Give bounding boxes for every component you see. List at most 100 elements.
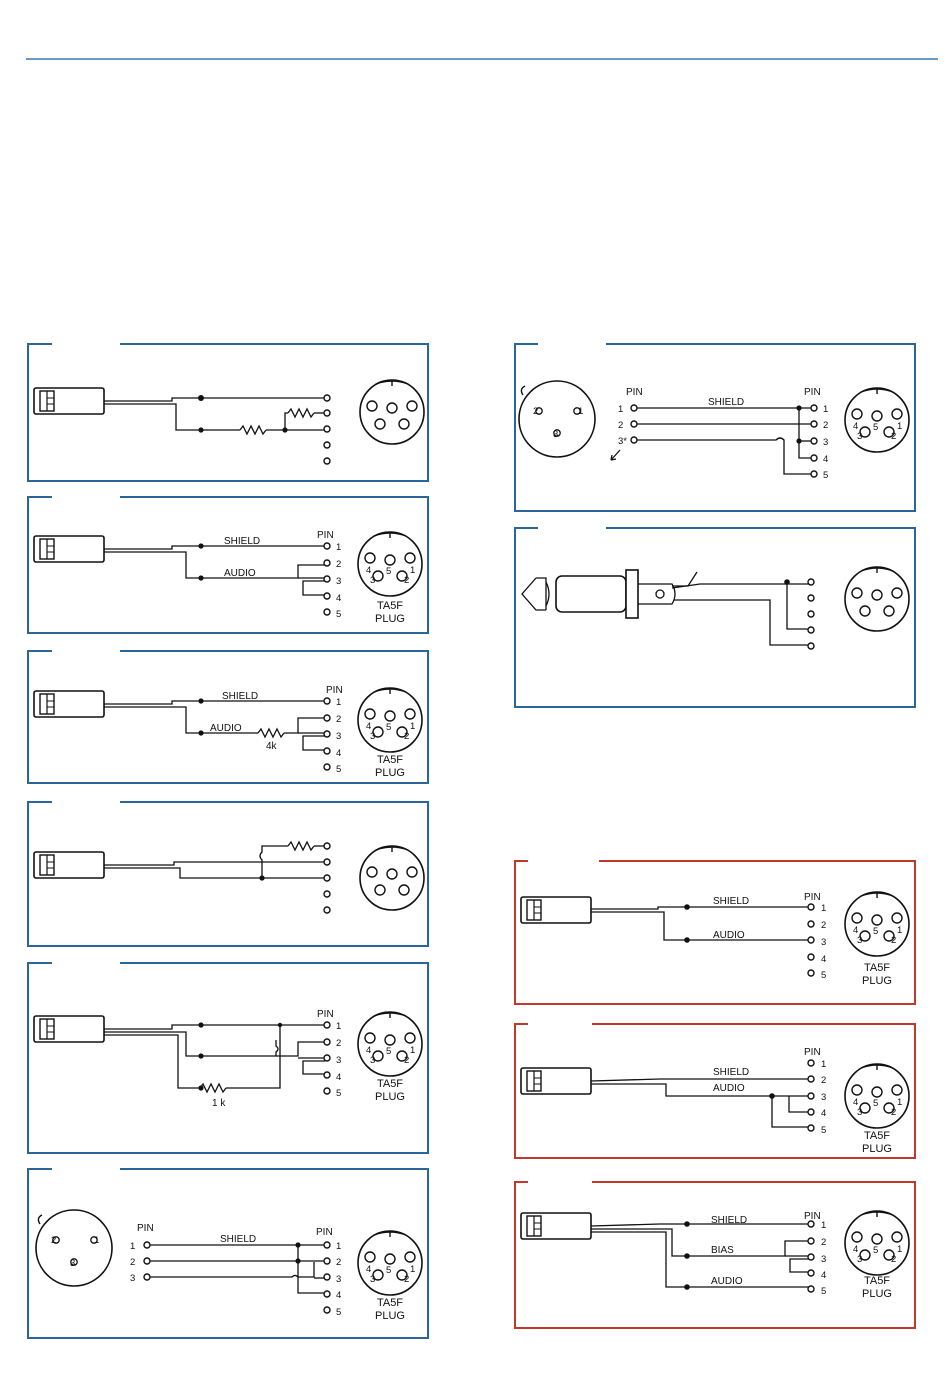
svg-text:3: 3 [821,1092,826,1103]
svg-text:3: 3 [370,731,375,742]
svg-text:3: 3 [821,937,826,948]
panel-4 [27,801,429,947]
svg-text:4: 4 [853,1244,858,1255]
svg-text:1: 1 [336,542,341,553]
svg-text:4: 4 [366,721,371,732]
svg-text:4: 4 [336,1072,341,1083]
miniplug-icon [520,896,592,924]
svg-text:3: 3 [130,1273,135,1284]
svg-text:2: 2 [821,1237,826,1248]
svg-text:TA5F: TA5F [864,962,890,974]
ta5f-connector-icon [357,1011,423,1077]
ta5f-connector-icon [357,687,423,753]
svg-text:5: 5 [386,722,391,733]
svg-text:5: 5 [821,1286,826,1297]
ta5f-connector-icon [357,1230,423,1296]
svg-text:1: 1 [821,1059,826,1070]
svg-text:2: 2 [891,1107,896,1118]
svg-text:3: 3 [857,1107,862,1118]
svg-text:4: 4 [821,1270,826,1281]
pin-header: PIN [626,387,643,398]
miniplug-icon [33,387,105,415]
pin-header: PIN [326,685,343,696]
panel-2: SHIELD AUDIO PIN 1 2 3 4 5 4 5 1 3 2 TA5… [27,496,429,634]
svg-text:3: 3 [70,1258,75,1269]
svg-text:3: 3 [370,1055,375,1066]
svg-text:4: 4 [821,1108,826,1119]
svg-text:3: 3 [336,1274,341,1285]
pin-header: PIN [317,1009,334,1020]
pin-header: PIN [804,1047,821,1058]
miniplug-icon [33,851,105,879]
svg-text:3: 3 [857,1254,862,1265]
svg-text:4: 4 [366,1045,371,1056]
pin-header: PIN [804,387,821,398]
svg-text:5: 5 [336,1088,341,1099]
ta5f-connector-icon [844,891,910,957]
svg-text:TA5F: TA5F [377,1297,403,1309]
bias-label: BIAS [711,1245,734,1256]
svg-text:2: 2 [821,1075,826,1086]
audio-label: AUDIO [210,723,242,734]
miniplug-icon [520,1212,592,1240]
panel-11: SHIELD BIAS AUDIO PIN 1 2 3 4 5 4 5 1 3 … [514,1181,916,1329]
resistor-label: 1 k [212,1098,226,1109]
svg-text:1: 1 [821,903,826,914]
svg-text:1: 1 [130,1241,135,1252]
svg-text:4: 4 [821,954,826,965]
svg-text:5: 5 [386,566,391,577]
ta5f-connector-icon [359,845,425,911]
svg-text:PLUG: PLUG [862,1288,892,1300]
pin-header: PIN [804,1211,821,1222]
svg-text:4: 4 [336,1290,341,1301]
svg-text:2: 2 [336,1257,341,1268]
xlr-pin3-star: 3* [618,436,627,447]
svg-text:1: 1 [897,925,902,936]
panel-7: 2 1 3 PIN 1 2 3* SHIELD PIN 1 2 3 4 5 4 … [514,343,916,512]
svg-text:2: 2 [891,935,896,946]
svg-text:5: 5 [873,422,878,433]
svg-text:2: 2 [823,420,828,431]
svg-text:2: 2 [404,575,409,586]
svg-text:5: 5 [873,1245,878,1256]
svg-text:2: 2 [404,1274,409,1285]
svg-text:PLUG: PLUG [862,1143,892,1155]
shield-label: SHIELD [708,397,744,408]
svg-text:1: 1 [578,406,583,417]
svg-text:PLUG: PLUG [375,1310,405,1322]
resistor-label: 4k [266,741,278,752]
shield-label: SHIELD [713,1067,749,1078]
panel-6: 2 1 3 PIN 1 2 3 SHIELD PIN 1 2 3 4 5 4 5… [27,1168,429,1339]
svg-text:3: 3 [857,935,862,946]
panel-3: SHIELD AUDIO 4k PIN 1 2 3 4 5 4 5 1 3 2 … [27,650,429,784]
xlr-connector-icon [518,380,596,458]
svg-text:3: 3 [336,731,341,742]
pin-header: PIN [316,1227,333,1238]
svg-text:3: 3 [821,1254,826,1265]
panel-1 [27,343,429,482]
svg-text:4: 4 [853,421,858,432]
svg-text:TA5F: TA5F [377,754,403,766]
svg-text:1: 1 [410,1264,415,1275]
xlr-connector-icon [35,1209,113,1287]
svg-text:2: 2 [533,406,538,417]
svg-text:3: 3 [857,431,862,442]
svg-text:TA5F: TA5F [377,1078,403,1090]
svg-text:5: 5 [336,609,341,620]
svg-text:5: 5 [873,1098,878,1109]
svg-text:PLUG: PLUG [375,1091,405,1103]
svg-text:4: 4 [366,1264,371,1275]
miniplug-icon [33,535,105,563]
shield-label: SHIELD [224,536,260,547]
svg-text:1: 1 [410,565,415,576]
ta5f-connector-icon [359,379,425,445]
miniplug-icon [33,690,105,718]
pin-header: PIN [137,1223,154,1234]
svg-text:3: 3 [370,1274,375,1285]
svg-text:2: 2 [821,920,826,931]
svg-text:1: 1 [94,1235,99,1246]
plug-label-line1: TA5F [377,600,403,612]
svg-text:1: 1 [336,697,341,708]
svg-text:PLUG: PLUG [862,975,892,987]
